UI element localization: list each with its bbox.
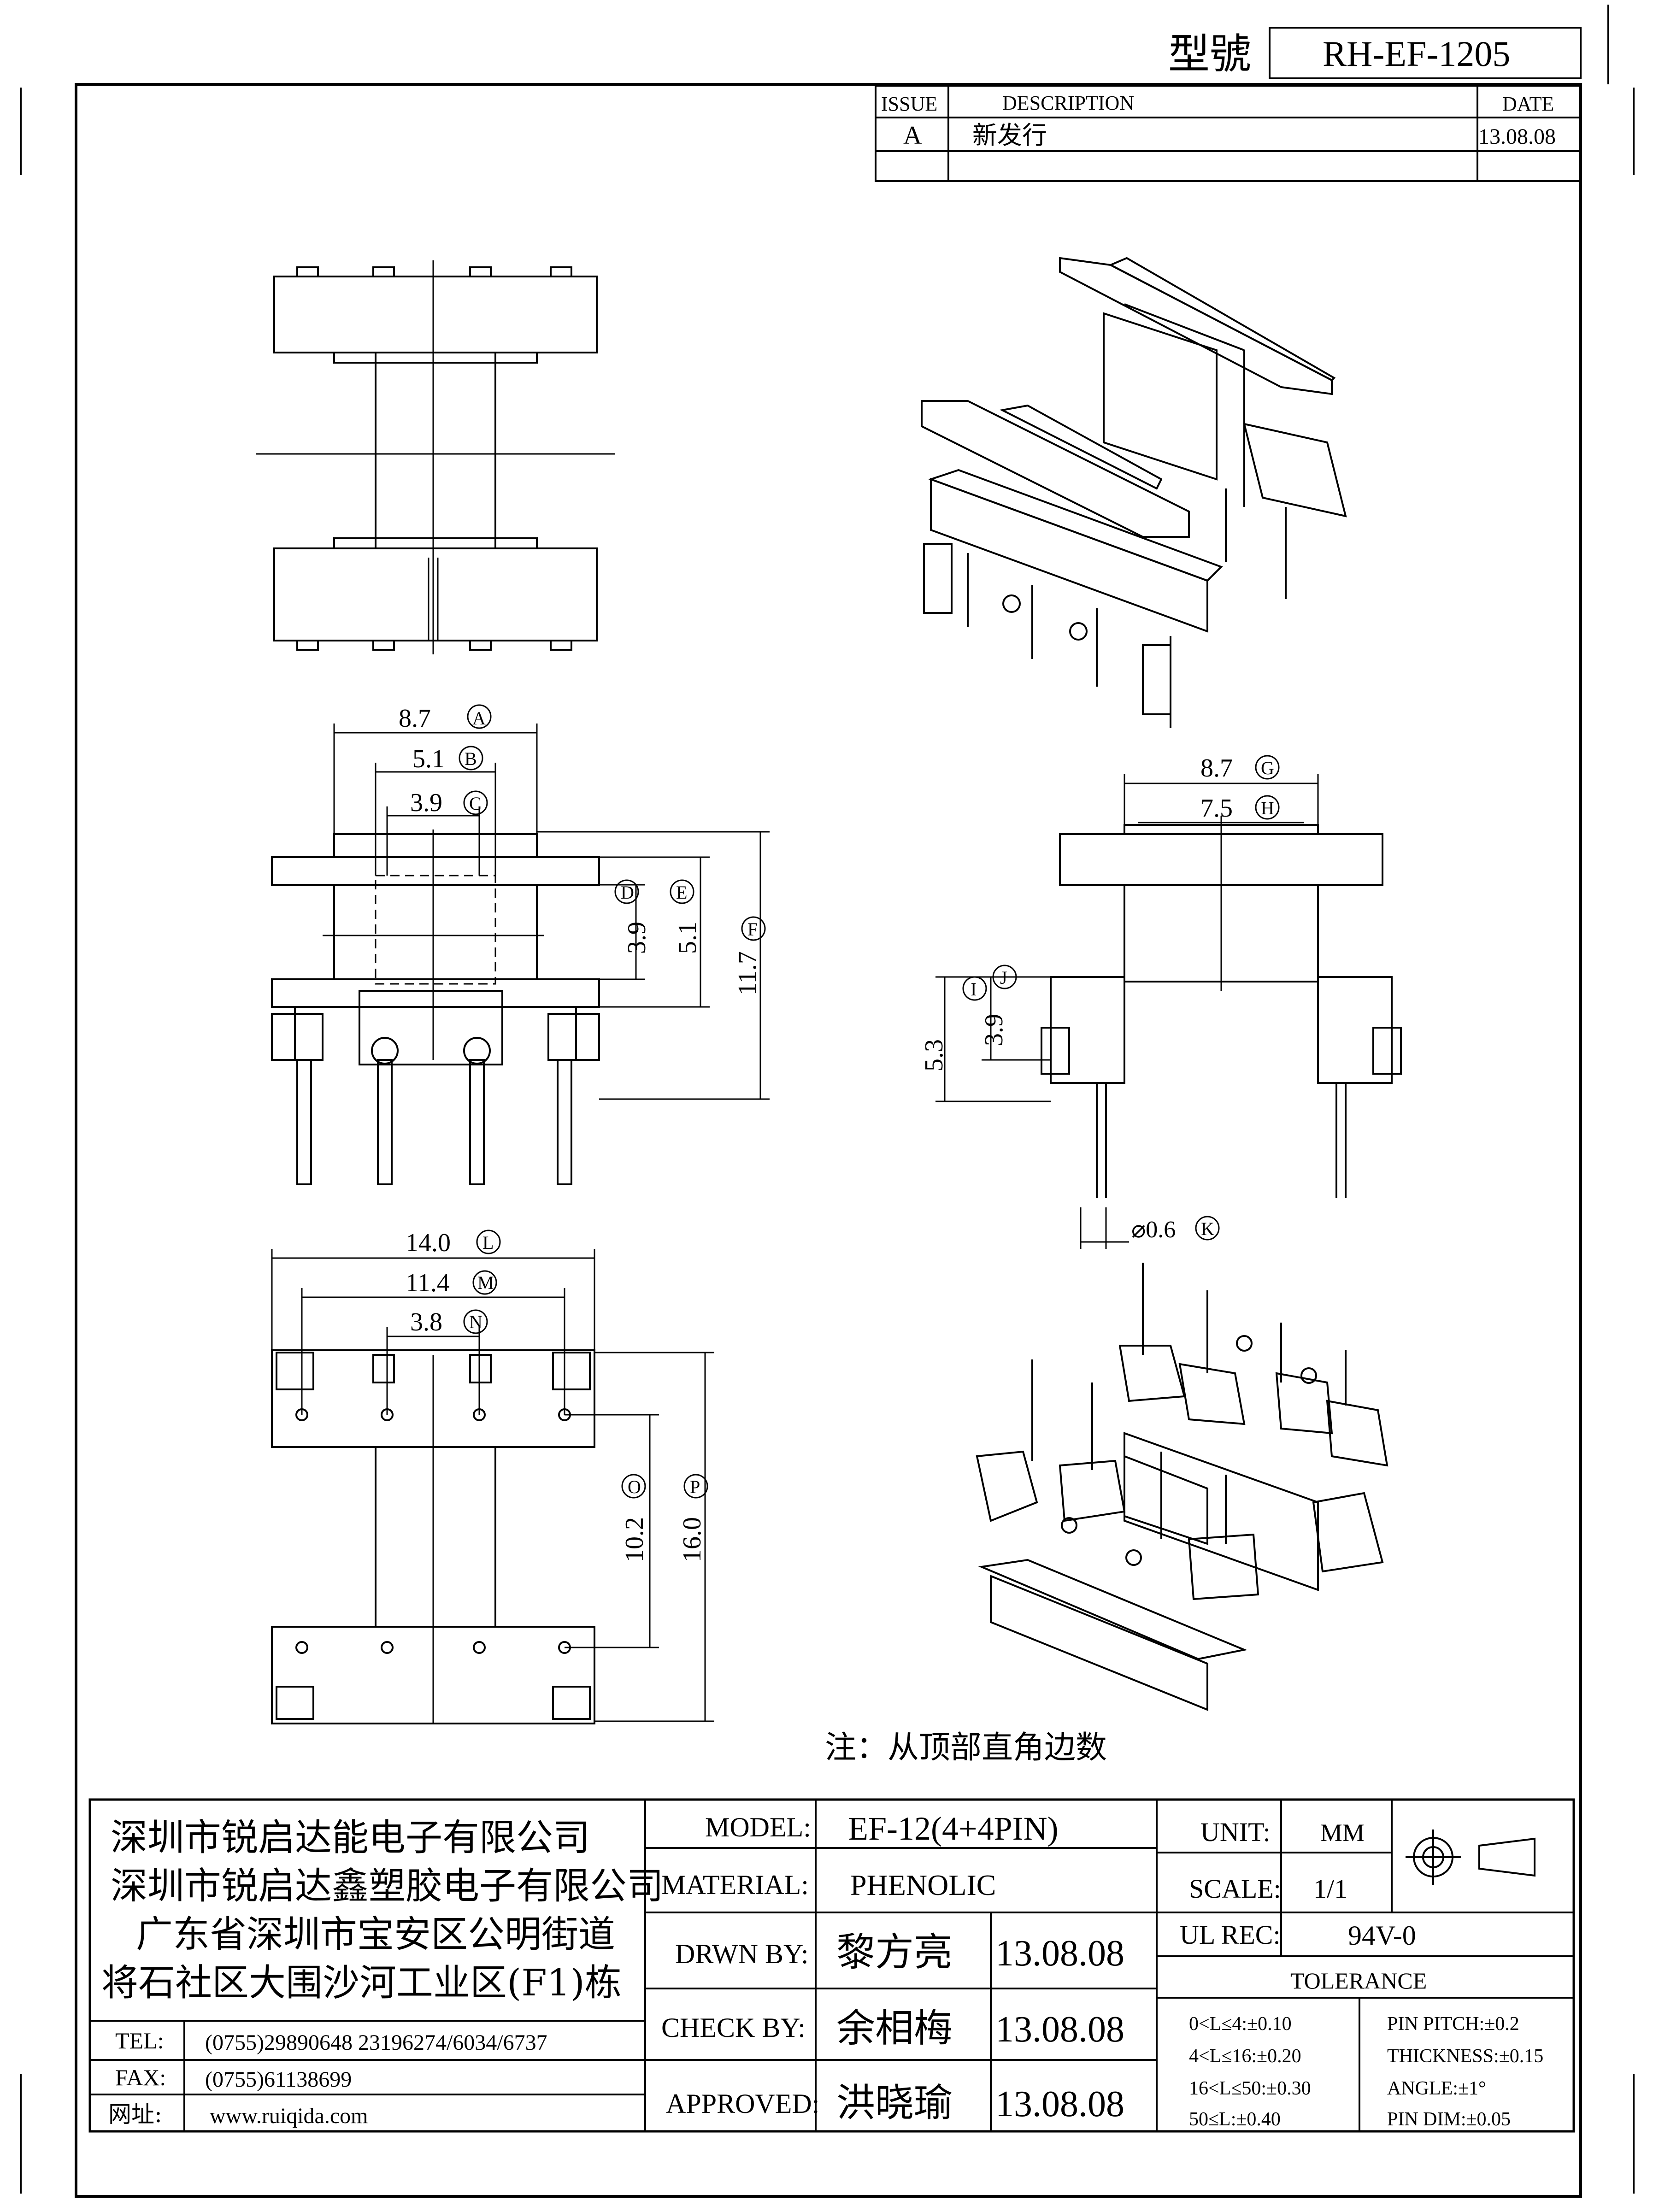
approved-label: APPROVED: [666,2088,819,2119]
dim-i-letter: I [971,979,977,1000]
dim-c-letter: C [469,793,482,814]
dim-h: 7.5 [1200,794,1233,823]
dim-i: 5.3 [920,1039,948,1071]
dim-f-letter: F [747,919,758,940]
dim-e: 5.1 [673,922,702,954]
drawn-label: DRWN BY: [675,1939,809,1969]
title-block [88,1798,1575,2133]
dim-p: 16.0 [678,1517,706,1562]
model-number-box [1269,27,1582,79]
sheet-border [75,83,1582,2198]
tel-label: TEL: [115,2028,164,2053]
scale-value: 1/1 [1313,1874,1347,1904]
dim-d: 3.9 [623,922,651,954]
material-value: PHENOLIC [850,1869,996,1901]
ul-value: 94V-0 [1348,1920,1416,1951]
check-value: 余相梅 [836,2006,953,2051]
side-view [935,774,1402,1249]
rev-col-date: DATE [1502,93,1554,115]
drawing-note: 注：从顶部直角边数 [825,1730,1107,1766]
company-line-4: 将石社区大围沙河工业区(F1)栋 [101,1961,622,2004]
rev-row-desc: 新发行 [972,121,1047,150]
fax-value: (0755)61138699 [205,2067,352,2092]
tol-left-2: 4<L≤16:±0.20 [1189,2046,1301,2067]
model-number-label: 型號 [1168,30,1251,78]
drawn-date: 13.08.08 [995,1933,1124,1974]
front-view [271,724,770,1185]
web-value: www.ruiqida.com [210,2104,368,2128]
tol-left-4: 50≤L:±0.40 [1189,2109,1281,2130]
dim-b: 5.1 [412,745,445,773]
revision-table [875,85,1582,182]
dim-e-letter: E [676,882,687,903]
unit-value: MM [1320,1819,1365,1847]
tol-right-2: THICKNESS:±0.15 [1387,2046,1543,2067]
model-value: EF-12(4+4PIN) [848,1810,1059,1847]
company-line-3: 广东省深圳市宝安区公明街道 [136,1913,615,1956]
dim-l: 14.0 [406,1229,451,1257]
dim-o-letter: O [628,1477,641,1497]
dim-k-letter: K [1201,1218,1214,1239]
company-line-1: 深圳市锐启达能电子有限公司 [111,1816,590,1859]
dim-j: 3.9 [980,1014,1008,1046]
drawn-value: 黎方亮 [836,1930,953,1975]
tol-left-3: 16<L≤50:±0.30 [1189,2078,1311,2099]
tol-right-4: PIN DIM:±0.05 [1387,2109,1511,2130]
tol-right-1: PIN PITCH:±0.2 [1387,2013,1519,2035]
dim-h-letter: H [1261,798,1274,818]
model-label: MODEL: [705,1812,811,1842]
web-label: 网址: [108,2101,162,2128]
dim-k: ⌀0.6 [1131,1217,1176,1243]
model-number: RH-EF-1205 [1323,34,1510,74]
bottom-view [271,1249,714,1724]
dim-n: 3.8 [410,1308,442,1336]
tol-left-1: 0<L≤4:±0.10 [1189,2013,1292,2035]
dim-m-letter: M [477,1272,494,1293]
dim-d-letter: D [621,882,634,903]
rev-col-issue: ISSUE [881,93,937,115]
unit-label: UNIT: [1200,1817,1271,1847]
check-date: 13.08.08 [995,2009,1124,2050]
check-label: CHECK BY: [661,2012,806,2043]
fax-label: FAX: [115,2065,166,2090]
dim-o: 10.2 [620,1517,649,1562]
isometric-view-2 [976,1263,1388,1711]
top-view [256,260,615,654]
tol-right-3: ANGLE:±1° [1387,2078,1486,2099]
dim-n-letter: N [469,1312,482,1332]
material-label: MATERIAL: [661,1870,809,1900]
dim-l-letter: L [482,1232,494,1253]
dim-a: 8.7 [399,704,431,733]
dim-a-letter: A [472,708,486,729]
dim-g: 8.7 [1200,754,1233,782]
tel-value: (0755)29890648 23196274/6034/6737 [205,2030,547,2055]
dim-m: 11.4 [406,1269,450,1297]
dim-c: 3.9 [410,788,442,817]
rev-row-issue: A [903,121,922,150]
company-line-2: 深圳市锐启达鑫塑胶电子有限公司 [111,1865,664,1907]
isometric-view-1 [921,257,1347,728]
tolerance-label: TOLERANCE [1290,1968,1427,1994]
dim-f: 11.7 [733,951,762,995]
approved-value: 洪晓瑜 [836,2080,953,2125]
rev-row-date: 13.08.08 [1478,124,1556,149]
scale-label: SCALE: [1189,1874,1281,1904]
approved-date: 13.08.08 [995,2084,1124,2124]
dim-j-letter: J [1000,967,1007,988]
dim-g-letter: G [1261,758,1274,778]
rev-col-desc: DESCRIPTION [1002,92,1134,114]
ul-label: UL REC: [1180,1920,1281,1950]
dim-b-letter: B [465,748,477,769]
dim-p-letter: P [690,1477,700,1497]
